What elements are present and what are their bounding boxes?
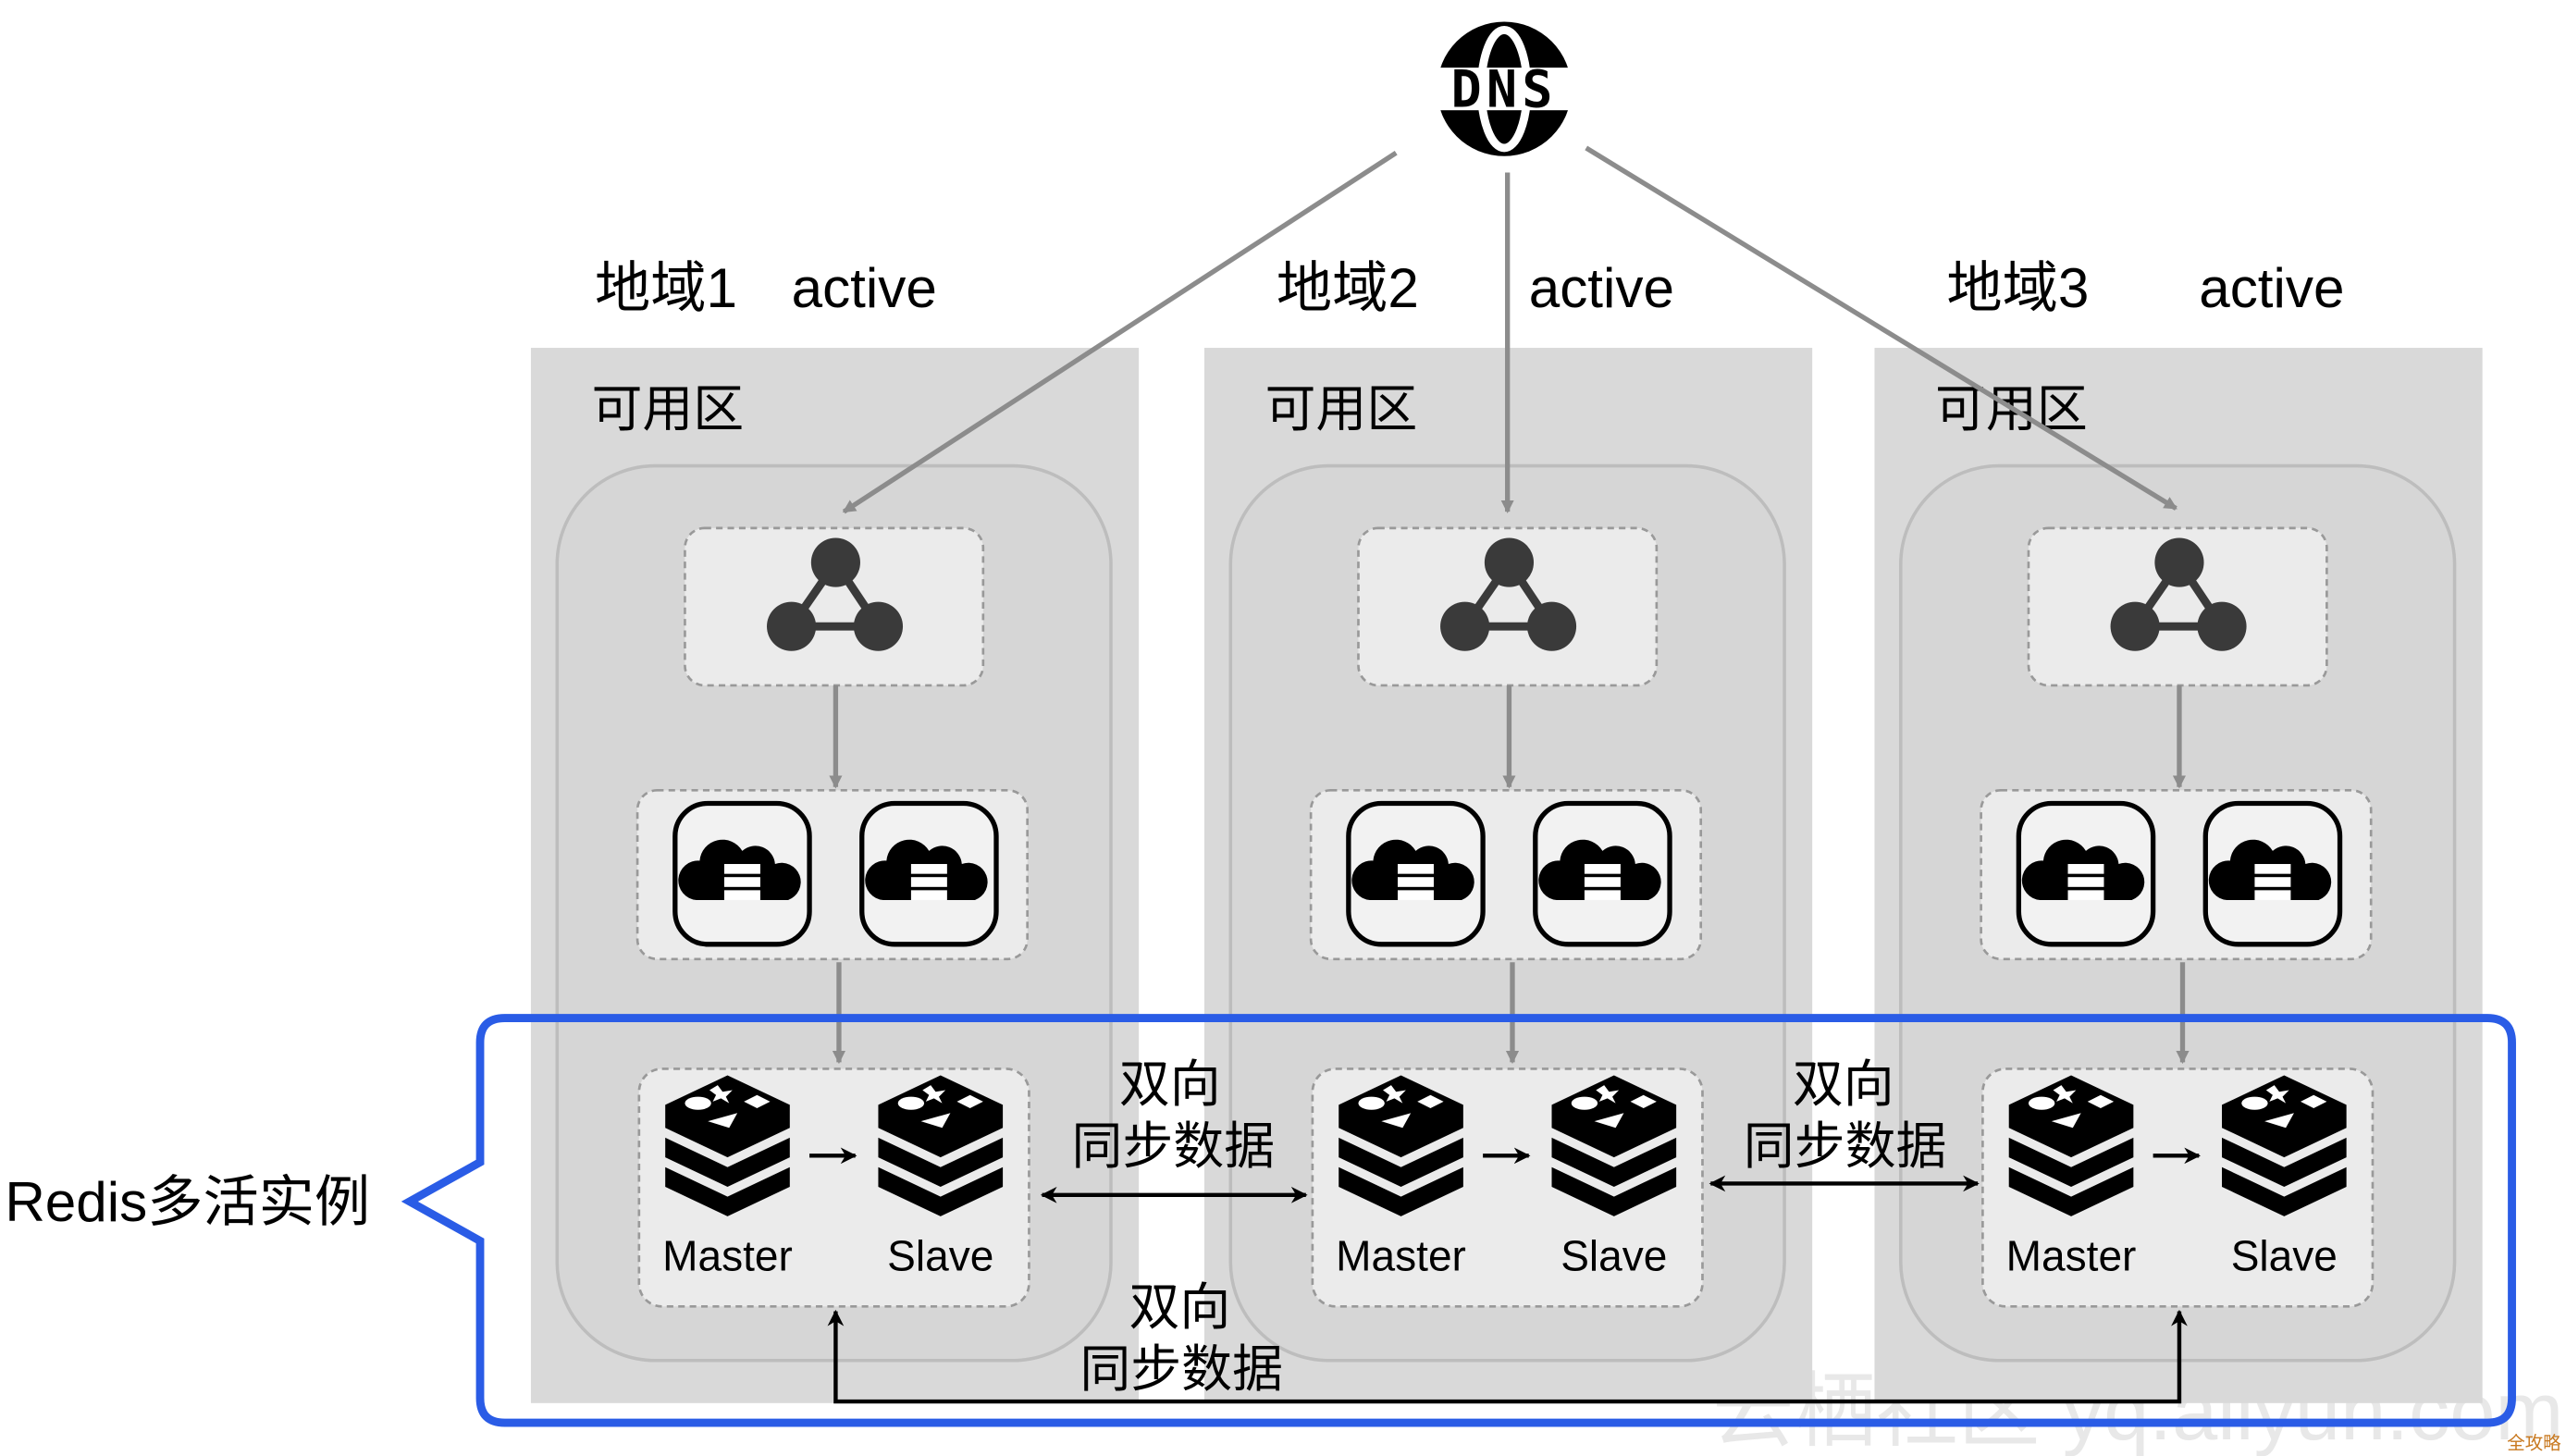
region-status: active: [1529, 256, 1674, 319]
master-label: Master: [662, 1231, 793, 1279]
region-name: 地域1: [595, 256, 737, 319]
sync-label-2-3-line1: 双向: [1793, 1055, 1894, 1113]
dns-arrow-region-1: [842, 151, 1398, 514]
dns-arrow-region-3: [1585, 145, 2177, 511]
availability-zone-label: 可用区: [591, 380, 744, 438]
region-2: 地域2 active 可用区 Master Slave: [1203, 256, 1813, 1403]
cloud-server-icon: [2205, 803, 2339, 944]
slave-label: Slave: [1561, 1231, 1667, 1279]
redis-group-label: Redis多活实例: [5, 1170, 370, 1233]
corner-mark: 全攻略: [2507, 1433, 2561, 1453]
slave-label: Slave: [2231, 1231, 2338, 1279]
redis-group-highlight: [401, 1014, 2516, 1427]
dns-globe-icon: DNS: [1432, 21, 1577, 156]
cloud-server-icon: [675, 803, 809, 944]
sync-label-1-3-line1: 双向: [1129, 1278, 1230, 1336]
region-name: 地域2: [1277, 256, 1419, 319]
sync-label-1-2-line1: 双向: [1119, 1055, 1221, 1113]
cloud-server-icon: [2018, 803, 2153, 944]
slave-label: Slave: [887, 1231, 993, 1279]
sync-label-1-3-line2: 同步数据: [1079, 1340, 1283, 1398]
sync-label-1-2-line2: 同步数据: [1071, 1117, 1275, 1175]
region-1: 地域1 active 可用区 Master Slave: [530, 256, 1140, 1403]
region-status: active: [2199, 256, 2344, 319]
cloud-server-icon: [1536, 803, 1670, 944]
availability-zone-label: 可用区: [1265, 380, 1418, 438]
sync-arrow-1-3: [827, 1309, 2188, 1404]
region-3: 地域3active可用区MasterSlave: [1874, 256, 2483, 1403]
dns-label: DNS: [1451, 60, 1558, 119]
master-label: Master: [2006, 1231, 2137, 1279]
sync-label-2-3-line2: 同步数据: [1744, 1117, 1947, 1175]
region-status: active: [792, 256, 937, 319]
cloud-server-icon: [862, 803, 996, 944]
cloud-server-icon: [1349, 803, 1483, 944]
region-name: 地域3: [1946, 256, 2089, 319]
master-label: Master: [1336, 1231, 1466, 1279]
